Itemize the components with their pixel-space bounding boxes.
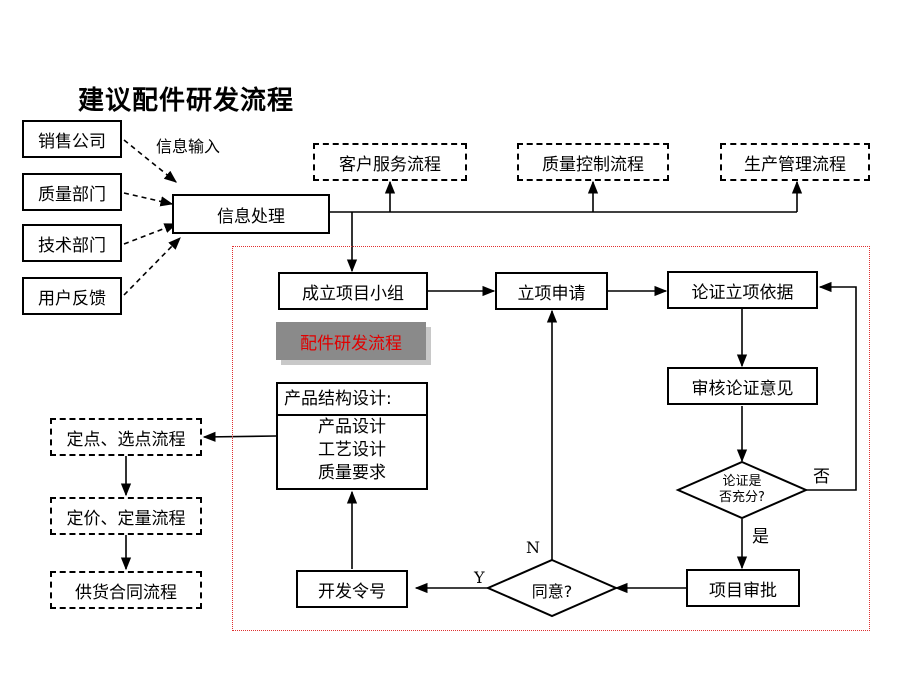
info-input-label: 信息输入 [156, 137, 221, 156]
source-sales: 销售公司 [22, 120, 122, 158]
arrow-design-to-point [202, 431, 277, 442]
label-yes: 是 [752, 527, 769, 547]
arrow-user-to-info [123, 237, 181, 296]
decision-sufficient [675, 460, 809, 520]
label-n: N [526, 538, 540, 557]
info-processing-box: 信息处理 [172, 194, 330, 234]
label-y: Y [474, 568, 485, 587]
rd-process-region [232, 246, 870, 631]
source-tech: 技术部门 [22, 224, 122, 262]
flow-quality-control: 质量控制流程 [517, 143, 669, 181]
step-product-structure-design: 产品结构设计: 产品设计 工艺设计 质量要求 [276, 382, 428, 490]
source-quality: 质量部门 [22, 173, 122, 211]
flow-supply-contract: 供货合同流程 [50, 571, 202, 609]
page-title: 建议配件研发流程 [78, 86, 295, 116]
decision-agree [485, 558, 619, 618]
flow-pricing-quantity: 定价、定量流程 [50, 497, 202, 535]
design-item-process: 工艺设计 [318, 440, 386, 460]
step-argue-basis: 论证立项依据 [667, 271, 818, 309]
decision-sufficient-text: 论证是 否充分? [700, 474, 784, 506]
step-dev-order: 开发令号 [296, 570, 408, 608]
decision-sufficient-line2: 否充分? [719, 490, 765, 505]
flow-customer-service: 客户服务流程 [313, 143, 467, 181]
arrow-quality-to-info [123, 192, 174, 207]
design-head: 产品结构设计: [278, 384, 426, 416]
design-item-product: 产品设计 [318, 417, 386, 437]
label-no: 否 [813, 467, 830, 487]
arrow-no-back-to-basis [806, 281, 857, 491]
arrow-tech-to-info [123, 223, 178, 245]
source-user-feedback: 用户反馈 [22, 277, 122, 315]
design-item-quality: 质量要求 [318, 463, 386, 483]
decision-sufficient-line1: 论证是 [722, 474, 762, 489]
step-project-approval: 项目审批 [686, 569, 800, 607]
step-review-opinion: 审核论证意见 [667, 367, 818, 405]
flow-production-management: 生产管理流程 [720, 143, 870, 181]
subprocess-label: 配件研发流程 [276, 322, 426, 360]
flow-point-selection: 定点、选点流程 [50, 418, 202, 456]
decision-agree-text: 同意? [531, 582, 573, 601]
step-form-team: 成立项目小组 [278, 272, 428, 310]
step-project-application: 立项申请 [495, 272, 608, 310]
arrow-sales-to-info [123, 139, 177, 183]
